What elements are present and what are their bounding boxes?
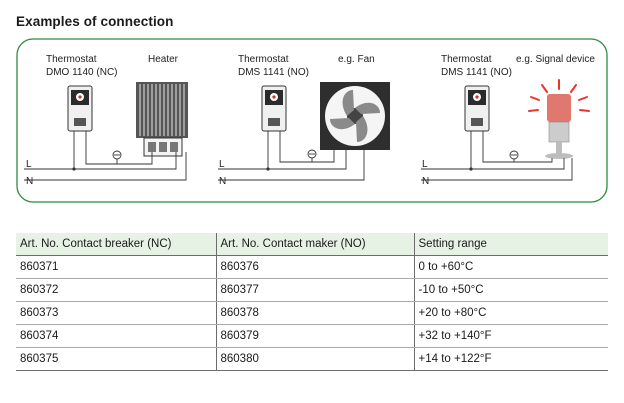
thermostat-label-1: Thermostat bbox=[46, 54, 97, 65]
ground-symbol bbox=[509, 150, 519, 160]
cell-nc: 860373 bbox=[16, 301, 216, 325]
wire-label-n: N bbox=[219, 176, 226, 187]
table-header-row: Art. No. Contact breaker (NC) Art. No. C… bbox=[16, 233, 608, 256]
header-contact-maker: Art. No. Contact maker (NO) bbox=[215, 233, 414, 256]
diagram-fan: Thermostat DMS 1141 (NO) e.g. Fan bbox=[218, 54, 390, 187]
cell-nc: 860372 bbox=[16, 278, 216, 302]
cell-no: 860379 bbox=[215, 324, 414, 348]
table-row: 860374 860379 +32 to +140°F bbox=[16, 324, 608, 348]
thermostat-icon bbox=[464, 85, 490, 132]
heater-icon bbox=[136, 82, 188, 157]
thermostat-icon bbox=[261, 85, 287, 132]
table-row: 860371 860376 0 to +60°C bbox=[16, 255, 608, 279]
article-table: Art. No. Contact breaker (NC) Art. No. C… bbox=[16, 233, 608, 371]
ground-symbol bbox=[307, 149, 317, 159]
cell-no: 860377 bbox=[215, 278, 414, 302]
wire-label-l: L bbox=[422, 159, 428, 170]
table-row: 860372 860377 -10 to +50°C bbox=[16, 278, 608, 302]
wire-label-n: N bbox=[26, 176, 33, 187]
signal-light-icon bbox=[528, 79, 590, 159]
thermostat-model-2: DMS 1141 (NO) bbox=[238, 67, 309, 78]
table-row: 860375 860380 +14 to +122°F bbox=[16, 347, 608, 371]
diagram-heater: Thermostat DMO 1140 (NC) Heater bbox=[24, 54, 188, 187]
wire-label-n: N bbox=[422, 176, 429, 187]
load-label-fan: e.g. Fan bbox=[338, 54, 375, 65]
section-title: Examples of connection bbox=[16, 14, 174, 29]
cell-range: 0 to +60°C bbox=[413, 255, 608, 279]
wire-label-l: L bbox=[219, 159, 225, 170]
wire-label-l: L bbox=[26, 159, 32, 170]
cell-no: 860378 bbox=[215, 301, 414, 325]
cell-nc: 860371 bbox=[16, 255, 216, 279]
load-label-signal: e.g. Signal device bbox=[516, 54, 595, 65]
thermostat-label-3: Thermostat bbox=[441, 54, 492, 65]
diagram-frame bbox=[16, 38, 608, 203]
table-row: 860373 860378 +20 to +80°C bbox=[16, 301, 608, 325]
cell-range: +32 to +140°F bbox=[413, 324, 608, 348]
thermostat-icon bbox=[67, 85, 93, 132]
cell-nc: 860374 bbox=[16, 324, 216, 348]
cell-nc: 860375 bbox=[16, 347, 216, 371]
thermostat-label-2: Thermostat bbox=[238, 54, 289, 65]
cell-no: 860380 bbox=[215, 347, 414, 371]
cell-range: +14 to +122°F bbox=[413, 347, 608, 371]
cell-no: 860376 bbox=[215, 255, 414, 279]
fan-icon bbox=[320, 82, 390, 150]
header-setting-range: Setting range bbox=[413, 233, 608, 256]
header-contact-breaker: Art. No. Contact breaker (NC) bbox=[16, 233, 216, 256]
cell-range: -10 to +50°C bbox=[413, 278, 608, 302]
cell-range: +20 to +80°C bbox=[413, 301, 608, 325]
thermostat-model-1: DMO 1140 (NC) bbox=[46, 67, 118, 78]
ground-symbol bbox=[112, 150, 122, 160]
diagram-signal: Thermostat DMS 1141 (NO) e.g. Signal dev… bbox=[421, 54, 595, 187]
connection-diagrams: Thermostat DMO 1140 (NC) Heater bbox=[16, 38, 608, 203]
load-label-heater: Heater bbox=[148, 54, 179, 65]
thermostat-model-3: DMS 1141 (NO) bbox=[441, 67, 512, 78]
